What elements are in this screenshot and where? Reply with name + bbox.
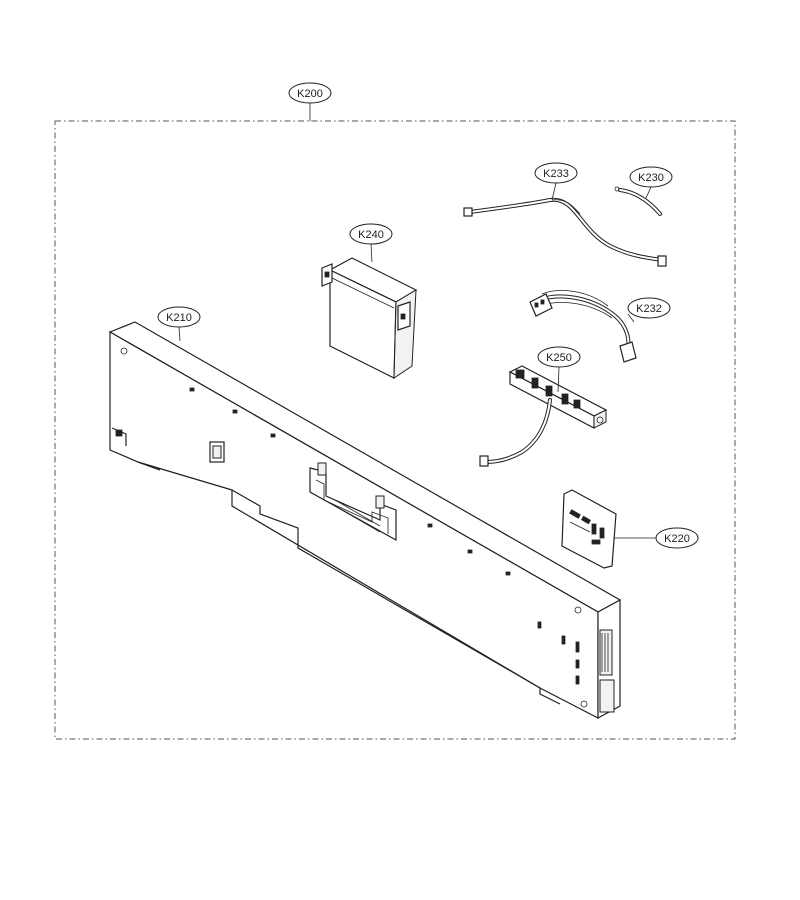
wire-harness-k233 — [463, 197, 667, 267]
callout-label-k232: K232 — [636, 303, 662, 315]
callout-label-k233: K233 — [543, 168, 569, 180]
switch-assembly-k250 — [479, 365, 608, 467]
callout-label-k220: K220 — [664, 533, 690, 545]
callout-label-k200: K200 — [297, 88, 323, 100]
callout-k210: K210 — [157, 306, 201, 342]
callout-k240: K240 — [349, 223, 393, 263]
callout-k233: K233 — [534, 162, 578, 201]
label-card-k220 — [561, 489, 617, 569]
callout-k230: K230 — [629, 166, 673, 199]
callout-k200: K200 — [288, 82, 332, 121]
callout-label-k240: K240 — [358, 229, 384, 241]
assembly-boundary — [54, 120, 736, 740]
callout-label-k250: K250 — [546, 352, 572, 364]
module-k240 — [321, 257, 418, 379]
callout-label-k210: K210 — [166, 312, 192, 324]
callout-k232: K232 — [627, 297, 671, 323]
callout-k220: K220 — [614, 527, 699, 549]
callout-label-k230: K230 — [638, 172, 664, 184]
control-panel-k210 — [108, 321, 622, 720]
wire-harness-k232 — [529, 290, 637, 363]
callout-k250: K250 — [537, 346, 581, 393]
wire-k230 — [614, 186, 662, 216]
